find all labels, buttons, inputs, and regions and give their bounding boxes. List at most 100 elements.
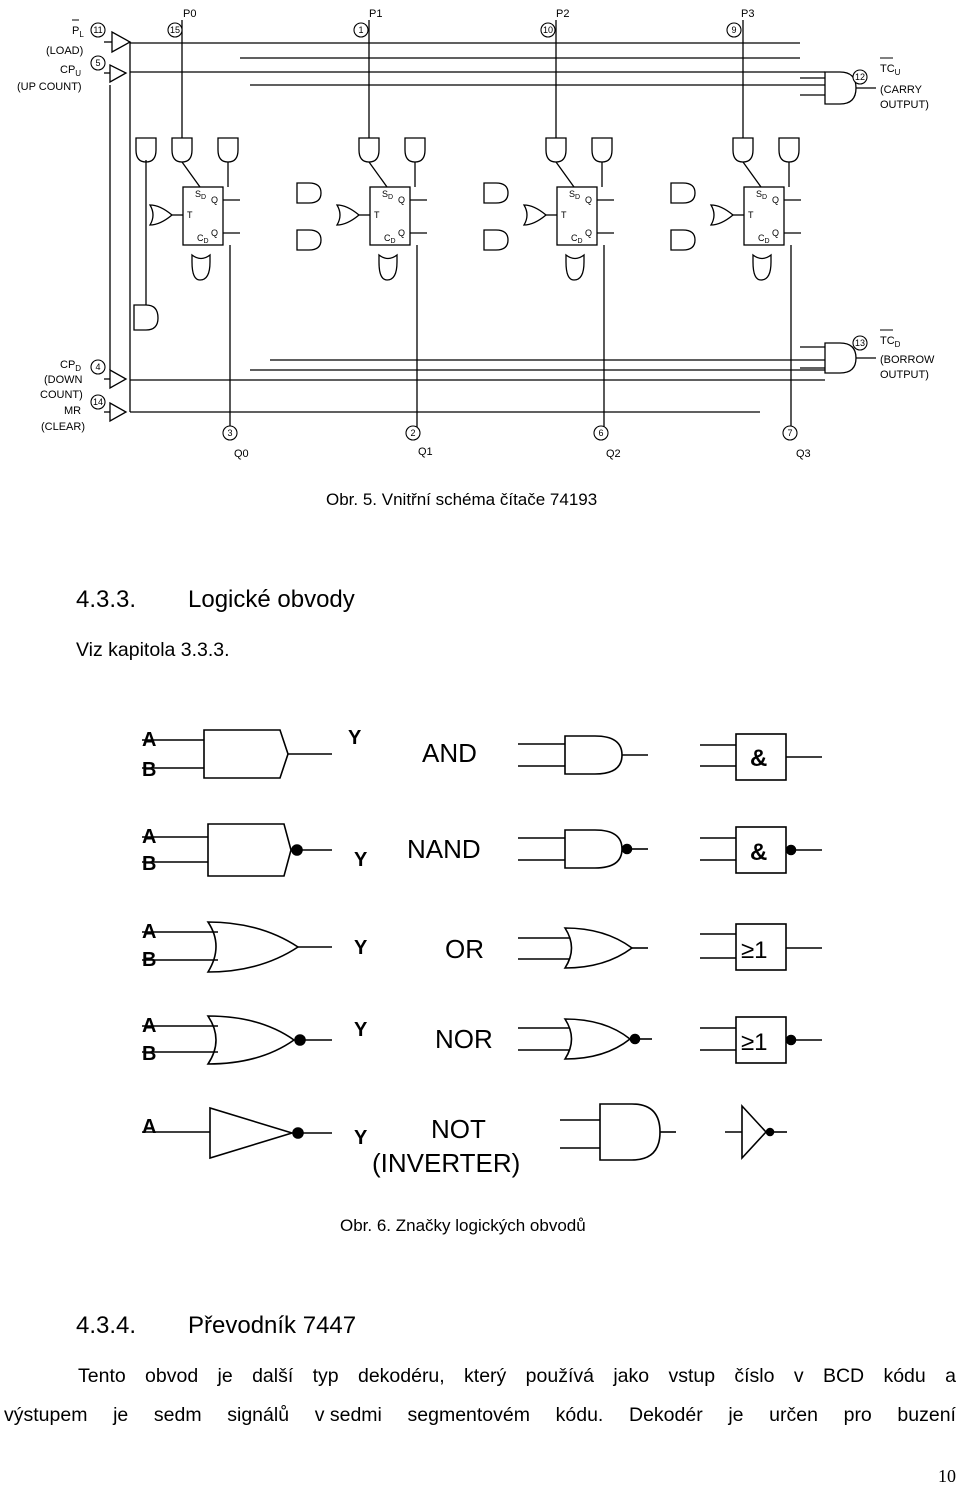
paragraph-word: další <box>252 1365 294 1387</box>
count-label: COUNT) <box>40 389 83 401</box>
paragraph-word: kódu. <box>555 1404 604 1426</box>
paragraph-word: kódu <box>883 1365 926 1387</box>
up-count-label: (UP COUNT) <box>17 81 82 93</box>
output-y-label: Y <box>354 1127 368 1149</box>
iec-and-symbol: & <box>750 745 767 772</box>
pin-label: 13 <box>855 338 865 348</box>
pin-label: 15 <box>170 25 180 35</box>
paragraph-word: určen <box>769 1404 818 1426</box>
q2-label: Q2 <box>606 448 621 460</box>
page-number: 10 <box>938 1466 956 1486</box>
gate-name-or: OR <box>445 934 484 964</box>
logic-gate-symbols: A B Y A B Y A B Y A B Y A Y AND NAND OR … <box>142 727 822 1178</box>
tcd-label: TCD <box>880 335 901 349</box>
paragraph-word: používá <box>525 1365 594 1387</box>
pin-label: 3 <box>227 428 232 438</box>
load-label: (LOAD) <box>46 45 83 57</box>
section-heading-converter: 4.3.4.Převodník 7447 <box>76 1312 356 1340</box>
pin-label: 4 <box>95 362 100 372</box>
ff-t: T <box>374 210 380 220</box>
pin-label: 14 <box>93 397 103 407</box>
section-text: Viz kapitola 3.3.3. <box>76 639 230 661</box>
output-y-label: Y <box>354 849 368 871</box>
paragraph-word: pro <box>843 1404 872 1426</box>
ff-q: Q <box>585 195 592 205</box>
output-y-label: Y <box>354 1019 368 1041</box>
input-b-label: B <box>142 949 156 971</box>
gate-name-nand: NAND <box>407 834 481 864</box>
paragraph-word: v sedmi <box>314 1404 382 1426</box>
pin-label: 11 <box>93 25 102 35</box>
paragraph-word: Dekodér <box>628 1404 703 1426</box>
input-a-label: A <box>142 921 156 943</box>
ff-qbar: Q <box>398 228 405 238</box>
paragraph-word: jako <box>613 1365 650 1387</box>
p0-label: P0 <box>183 8 196 20</box>
iec-and-symbol: & <box>750 839 767 866</box>
ff-sd: SD <box>382 189 393 201</box>
input-a-label: A <box>142 1116 156 1138</box>
q3-label: Q3 <box>796 448 811 460</box>
section-title: Logické obvody <box>188 586 355 613</box>
ff-q: Q <box>211 195 218 205</box>
tcu-label: TCU <box>880 63 901 77</box>
down-label: (DOWN <box>44 374 83 386</box>
input-b-label: B <box>142 1043 156 1065</box>
paragraph-word: obvod <box>145 1365 199 1387</box>
paragraph-word: BCD <box>822 1365 865 1387</box>
q1-label: Q1 <box>418 446 433 458</box>
paragraph-word: sedm <box>153 1404 202 1426</box>
ff-sd: SD <box>569 189 580 201</box>
counter-74193-schematic: 11 5 15 1 10 9 12 4 14 13 3 2 6 7 PL (LO… <box>17 8 935 460</box>
ff-cd: CD <box>758 233 770 245</box>
paragraph-word: Tento <box>78 1365 126 1387</box>
cpu-label: CPU <box>60 64 81 78</box>
mr-label: MR <box>64 405 81 417</box>
paragraph-word: který <box>464 1365 507 1387</box>
section-number: 4.3.3. <box>76 586 137 613</box>
paragraph-word: v <box>793 1365 804 1387</box>
ff-t: T <box>561 210 567 220</box>
borrow-label: (BORROW <box>880 354 935 366</box>
figure2-caption: Obr. 6. Značky logických obvodů <box>340 1216 586 1235</box>
ff-q: Q <box>772 195 779 205</box>
pin-label: 1 <box>358 25 363 35</box>
section-heading-logic: 4.3.3. Logické obvody <box>76 586 355 614</box>
gate-name-nor: NOR <box>435 1024 493 1054</box>
gate-name-not: NOT <box>431 1114 486 1144</box>
ff-cd: CD <box>197 233 209 245</box>
paragraph-word: výstupem <box>4 1404 88 1426</box>
paragraph-word: typ <box>312 1365 339 1387</box>
paragraph-word: segmentovém <box>407 1404 530 1426</box>
ff-qbar: Q <box>585 228 592 238</box>
pin-label: 12 <box>855 72 865 82</box>
pin-label: 7 <box>787 428 792 438</box>
section-number: 4.3.4. <box>76 1312 137 1339</box>
gate-name-and: AND <box>422 738 477 768</box>
paragraph-word: dekodéru, <box>357 1365 445 1387</box>
input-a-label: A <box>142 729 156 751</box>
paragraph-word: buzení <box>897 1404 956 1426</box>
ff-t: T <box>187 210 193 220</box>
pl-label: PL <box>72 25 84 39</box>
output-y-label: Y <box>348 727 362 749</box>
ff-q: Q <box>398 195 405 205</box>
pin-label: 5 <box>95 58 100 68</box>
ff-sd: SD <box>195 189 206 201</box>
ff-qbar: Q <box>211 228 218 238</box>
clear-label: (CLEAR) <box>41 421 85 433</box>
q0-label: Q0 <box>234 448 249 460</box>
ff-cd: CD <box>571 233 583 245</box>
cpd-label: CPD <box>60 359 81 373</box>
borrow-output-label: OUTPUT) <box>880 369 929 381</box>
input-b-label: B <box>142 759 156 781</box>
input-a-label: A <box>142 1015 156 1037</box>
pin-label: 9 <box>731 25 736 35</box>
iec-or-symbol: ≥1 <box>741 937 768 964</box>
input-a-label: A <box>142 826 156 848</box>
figure1-caption: Obr. 5. Vnitřní schéma čítače 74193 <box>326 490 598 509</box>
paragraph-word: signálů <box>227 1404 290 1426</box>
paragraph-word: je <box>728 1404 744 1426</box>
paragraph-word: je <box>113 1404 129 1426</box>
